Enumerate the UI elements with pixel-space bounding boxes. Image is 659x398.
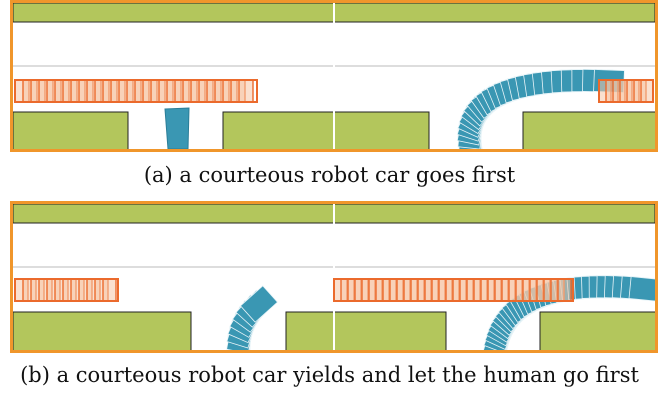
- robot-car-turning-trail: [456, 68, 625, 149]
- human-car-trail-right: [333, 278, 574, 302]
- robot-car-frame: [239, 285, 279, 323]
- human-car-frame: [238, 79, 254, 103]
- scenario-a-panel: [10, 0, 658, 152]
- caption-b: (b) a courteous robot car yields and let…: [20, 363, 639, 387]
- scenario-b-panel: [10, 201, 658, 353]
- human-car-trail: [14, 79, 258, 103]
- roadside-grass-left: [13, 311, 192, 350]
- roadside-grass-middle: [285, 311, 447, 350]
- human-car-trail: [14, 278, 119, 302]
- robot-car: [164, 107, 190, 149]
- robot-car-frame: [628, 276, 655, 302]
- caption-a: (a) a courteous robot car goes first: [143, 163, 516, 187]
- roadside-grass-right: [539, 311, 655, 350]
- roadside-grass-right: [522, 111, 655, 149]
- scenario-b-scene: [13, 204, 655, 350]
- human-car-trail-right: [598, 79, 654, 103]
- human-car-trail-outline: [333, 278, 574, 302]
- human-car-frame: [557, 278, 572, 302]
- human-car-trail-outline: [598, 79, 654, 103]
- human-car-frame: [640, 79, 654, 103]
- robot-car: [226, 285, 279, 350]
- human-car-frame: [102, 278, 117, 302]
- roadside-grass-left: [13, 111, 129, 149]
- scenario-a-scene: [13, 3, 655, 149]
- human-car-trail-outline: [14, 79, 258, 103]
- roadside-grass-middle: [222, 111, 430, 149]
- human-car-trail-outline: [14, 278, 119, 302]
